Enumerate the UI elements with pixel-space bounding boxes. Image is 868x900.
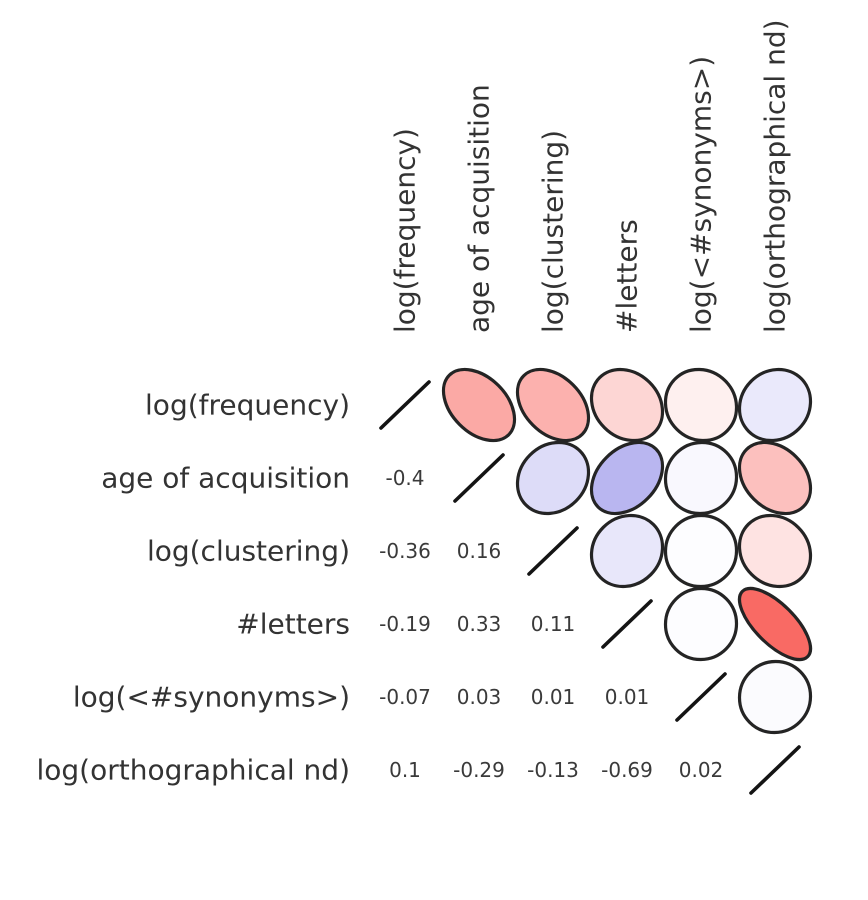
correlation-value: -0.07 bbox=[379, 685, 431, 709]
correlation-ellipse bbox=[589, 440, 665, 516]
correlation-value: 0.03 bbox=[457, 685, 502, 709]
correlation-ellipse bbox=[441, 367, 517, 443]
correlation-ellipse bbox=[663, 586, 739, 662]
correlation-ellipse bbox=[737, 367, 813, 443]
correlation-value: -0.13 bbox=[527, 758, 579, 782]
row-label: log(orthographical nd) bbox=[36, 754, 350, 787]
correlation-ellipse bbox=[737, 440, 813, 516]
correlation-value: -0.19 bbox=[379, 612, 431, 636]
column-label: #letters bbox=[611, 219, 644, 333]
diagonal-slash bbox=[675, 672, 727, 722]
diagonal-slash bbox=[453, 453, 505, 503]
row-label: #letters bbox=[236, 608, 350, 641]
correlation-ellipse bbox=[663, 367, 739, 443]
correlation-ellipse bbox=[589, 513, 665, 589]
correlation-value: 0.11 bbox=[531, 612, 576, 636]
correlation-ellipse bbox=[515, 367, 591, 443]
correlation-value: -0.36 bbox=[379, 539, 431, 563]
diagonal-slash bbox=[379, 380, 431, 430]
correlation-ellipse bbox=[737, 513, 813, 589]
correlation-ellipse bbox=[663, 513, 739, 589]
correlation-value: 0.1 bbox=[389, 758, 421, 782]
row-label: age of acquisition bbox=[101, 462, 350, 495]
column-label: log(frequency) bbox=[389, 128, 422, 333]
row-label: log(clustering) bbox=[147, 535, 350, 568]
correlation-value: 0.02 bbox=[679, 758, 724, 782]
correlation-ellipse bbox=[663, 440, 739, 516]
column-label: log(clustering) bbox=[537, 130, 570, 333]
correlation-ellipse bbox=[737, 586, 813, 662]
row-label: log(frequency) bbox=[145, 389, 350, 422]
correlation-value: -0.29 bbox=[453, 758, 505, 782]
correlation-value: -0.69 bbox=[601, 758, 653, 782]
correlation-value: 0.01 bbox=[531, 685, 576, 709]
correlation-value: 0.33 bbox=[457, 612, 502, 636]
column-label: log(<#synonyms>) bbox=[685, 56, 718, 333]
correlation-value: -0.4 bbox=[385, 466, 424, 490]
diagonal-slash bbox=[601, 599, 653, 649]
correlation-value: 0.16 bbox=[457, 539, 502, 563]
column-label: age of acquisition bbox=[463, 84, 496, 333]
correlation-value: 0.01 bbox=[605, 685, 650, 709]
row-label: log(<#synonyms>) bbox=[73, 681, 350, 714]
correlation-ellipse bbox=[589, 367, 665, 443]
column-label: log(orthographical nd) bbox=[759, 19, 792, 333]
diagonal-slash bbox=[527, 526, 579, 576]
correlation-ellipse bbox=[515, 440, 591, 516]
correlation-ellipse bbox=[737, 659, 813, 735]
diagonal-slash bbox=[749, 745, 801, 795]
